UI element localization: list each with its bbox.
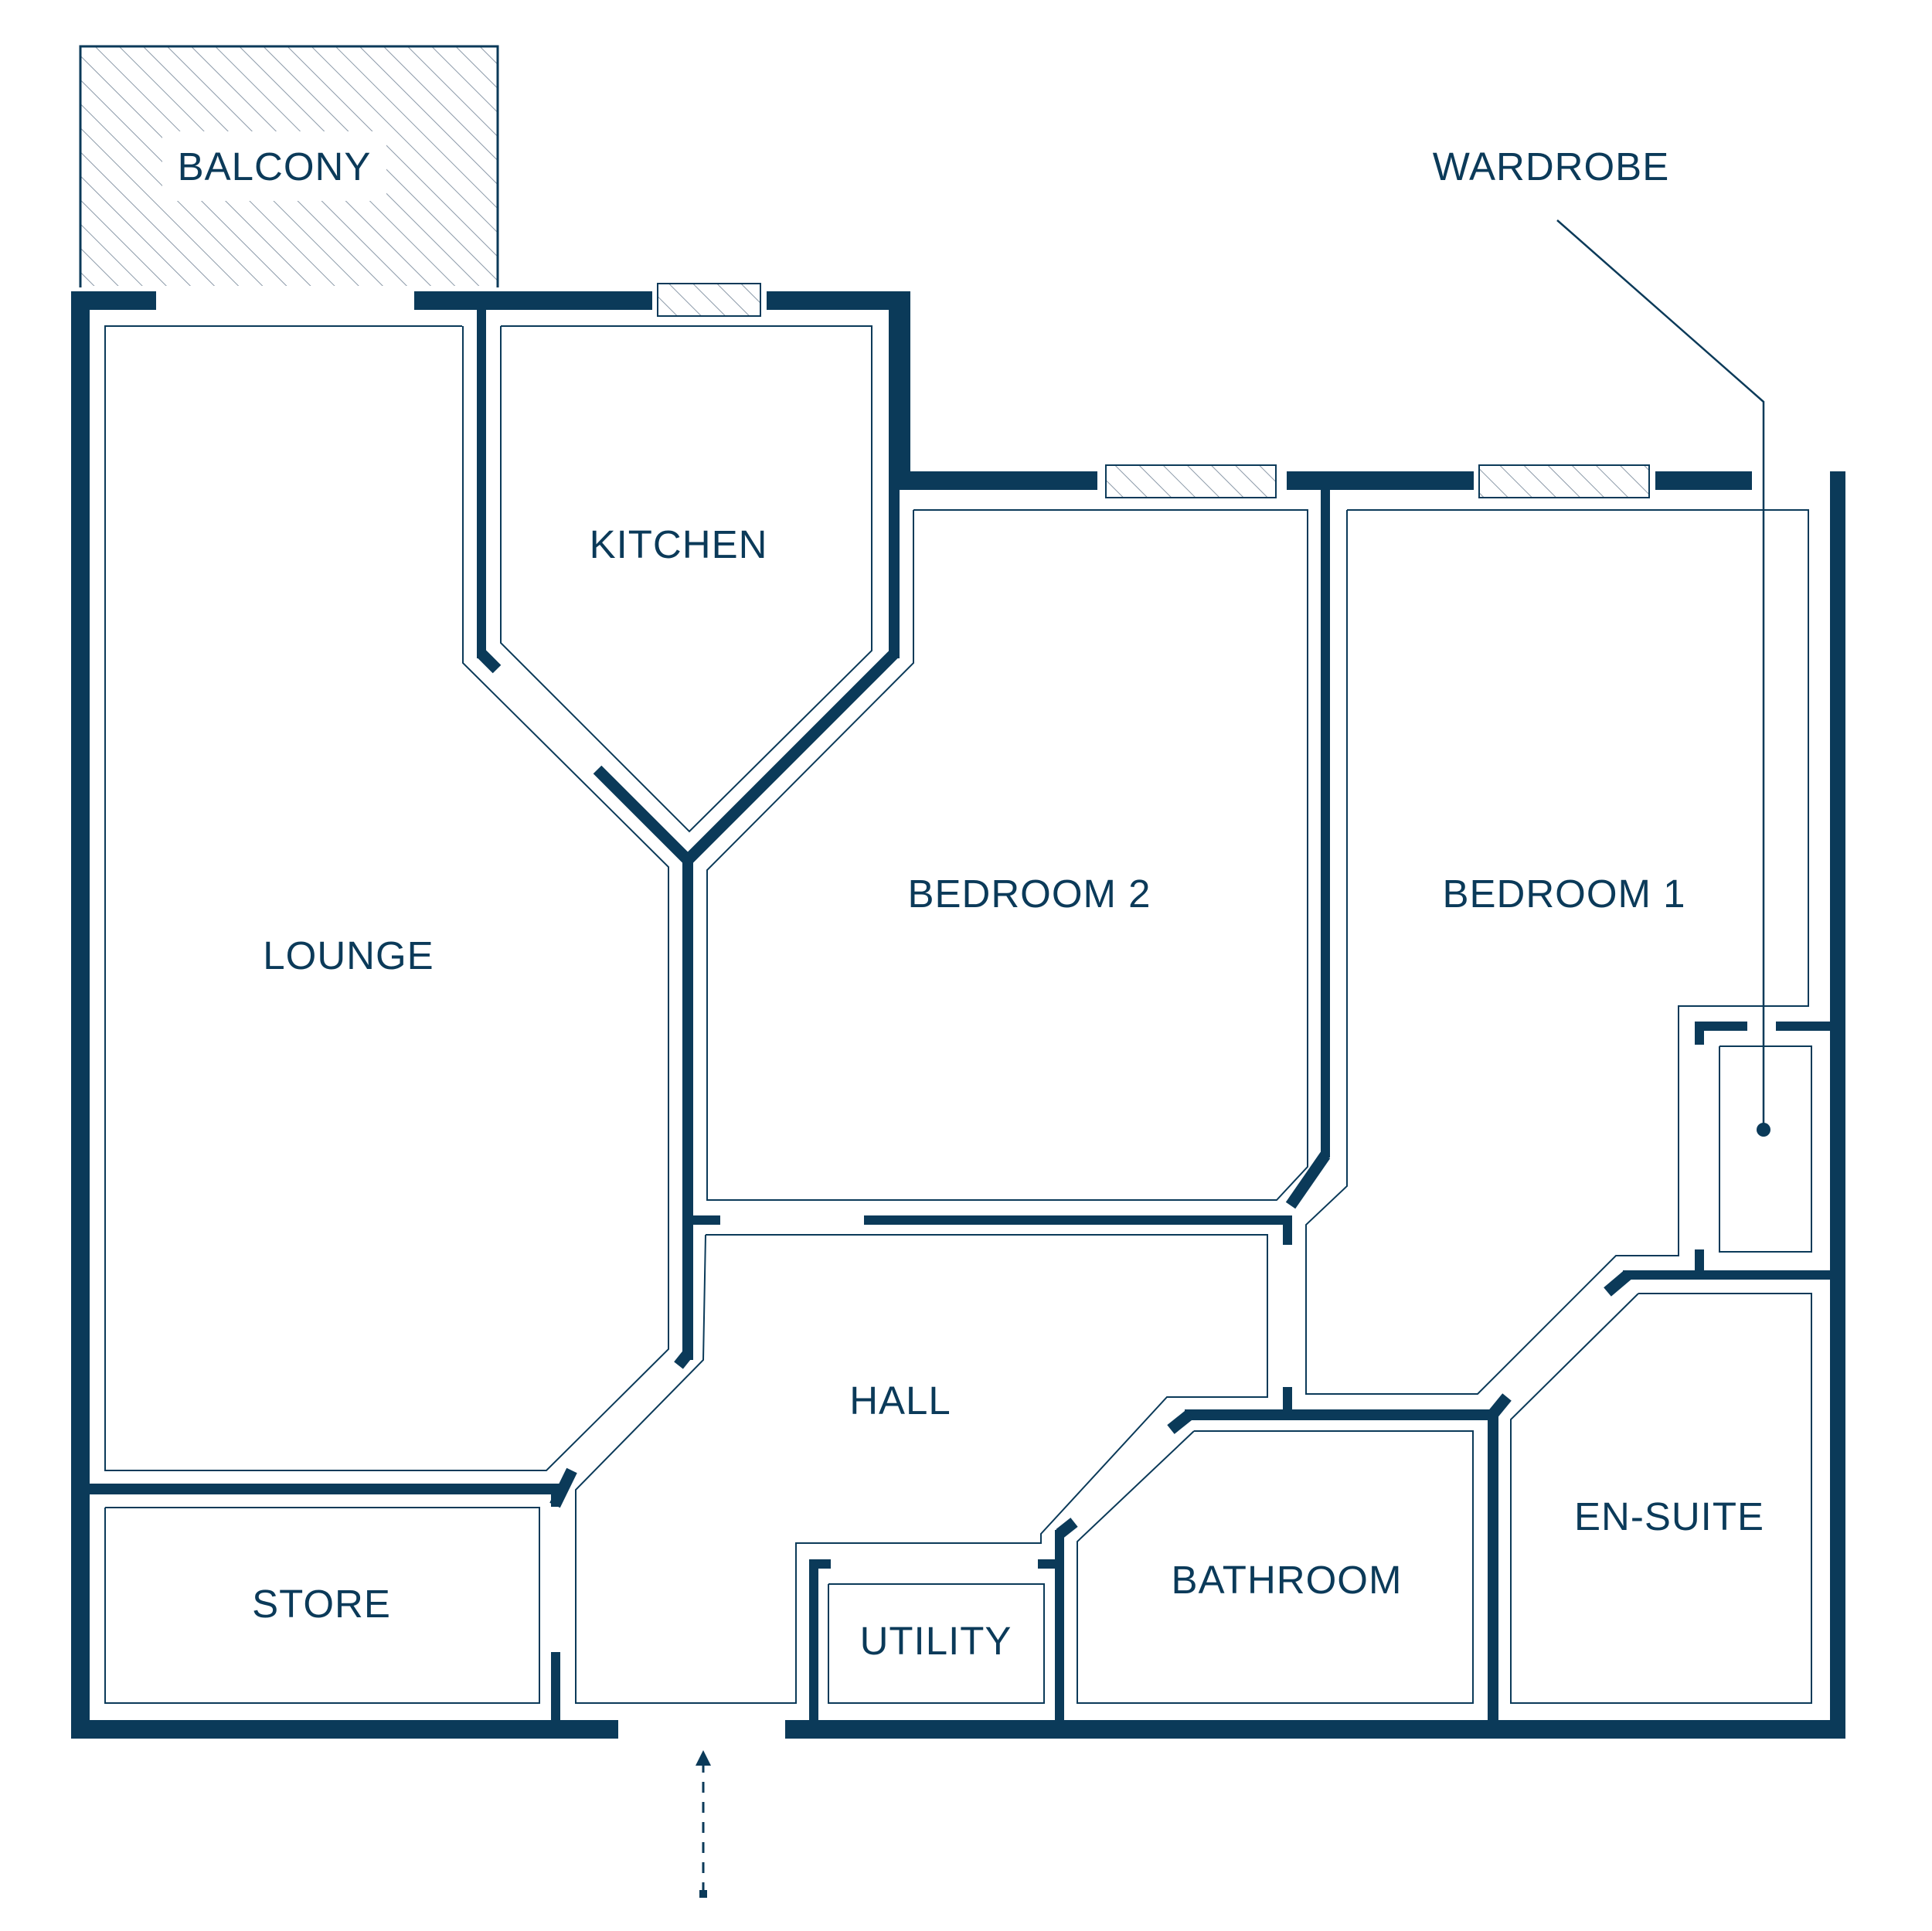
window-bedroom2 [1105,464,1277,498]
utility-label: UTILITY [860,1619,1012,1663]
lounge-label: LOUNGE [263,933,434,977]
labels: BALCONY KITCHEN LOUNGE BEDROOM 2 BEDROOM… [178,144,1764,1663]
bedroom1-label: BEDROOM 1 [1442,872,1685,916]
bedroom2-label: BEDROOM 2 [907,872,1151,916]
ensuite-label: EN-SUITE [1574,1494,1764,1538]
balcony-label: BALCONY [178,144,372,189]
wardrobe-callout [1556,219,1770,1137]
diagonal-walls [477,649,1631,1538]
hall-label: HALL [849,1379,951,1423]
walls [71,291,1845,1739]
store-label: STORE [252,1582,391,1626]
bathroom-label: BATHROOM [1172,1558,1403,1602]
window-kitchen [657,283,761,317]
entrance-arrow-icon [696,1750,711,1898]
wardrobe-label: WARDROBE [1433,144,1669,189]
room-outlines [104,325,1812,1704]
wardrobe-leader-line [1556,219,1765,1130]
windows [657,283,1650,498]
leader-dot-icon [1757,1123,1770,1137]
window-bedroom1 [1478,464,1650,498]
kitchen-label: KITCHEN [590,522,768,566]
balcony [79,45,499,287]
